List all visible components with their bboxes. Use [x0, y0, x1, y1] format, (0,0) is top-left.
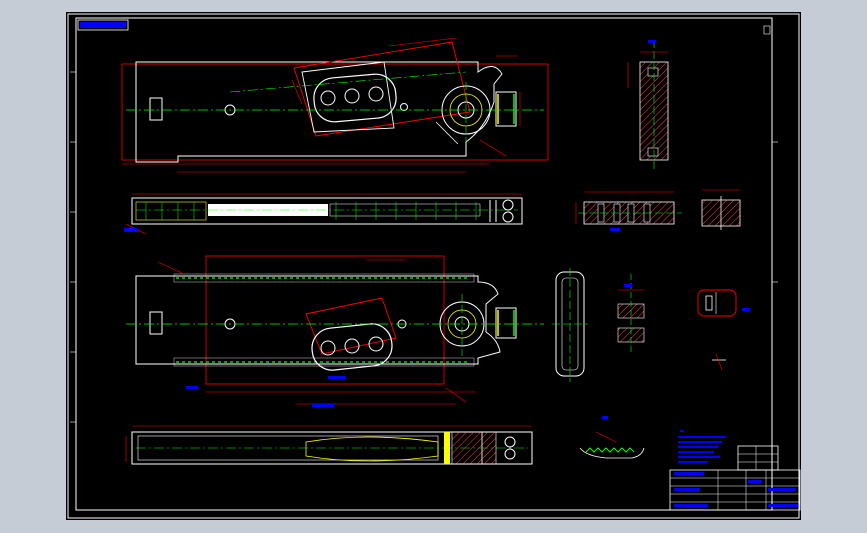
technical-notes — [678, 430, 726, 463]
drawing-sheet — [67, 13, 801, 519]
corner-mark — [763, 25, 771, 35]
title-block — [669, 445, 801, 511]
side-view-upper — [124, 193, 523, 235]
drawing-code-box — [77, 19, 129, 31]
end-view-pulley — [552, 268, 588, 382]
front-view-upper — [121, 37, 549, 173]
sheet-frame — [67, 13, 800, 519]
cad-viewport[interactable] — [66, 12, 801, 520]
section-view-vertical — [627, 40, 669, 172]
side-view-lower — [125, 425, 533, 465]
plan-view-middle — [126, 255, 544, 407]
detail-slot-view — [697, 289, 750, 371]
detail-rack-teeth — [579, 416, 645, 459]
section-a-a — [575, 191, 682, 231]
detail-small-section — [617, 274, 645, 352]
section-b-b — [701, 189, 741, 230]
